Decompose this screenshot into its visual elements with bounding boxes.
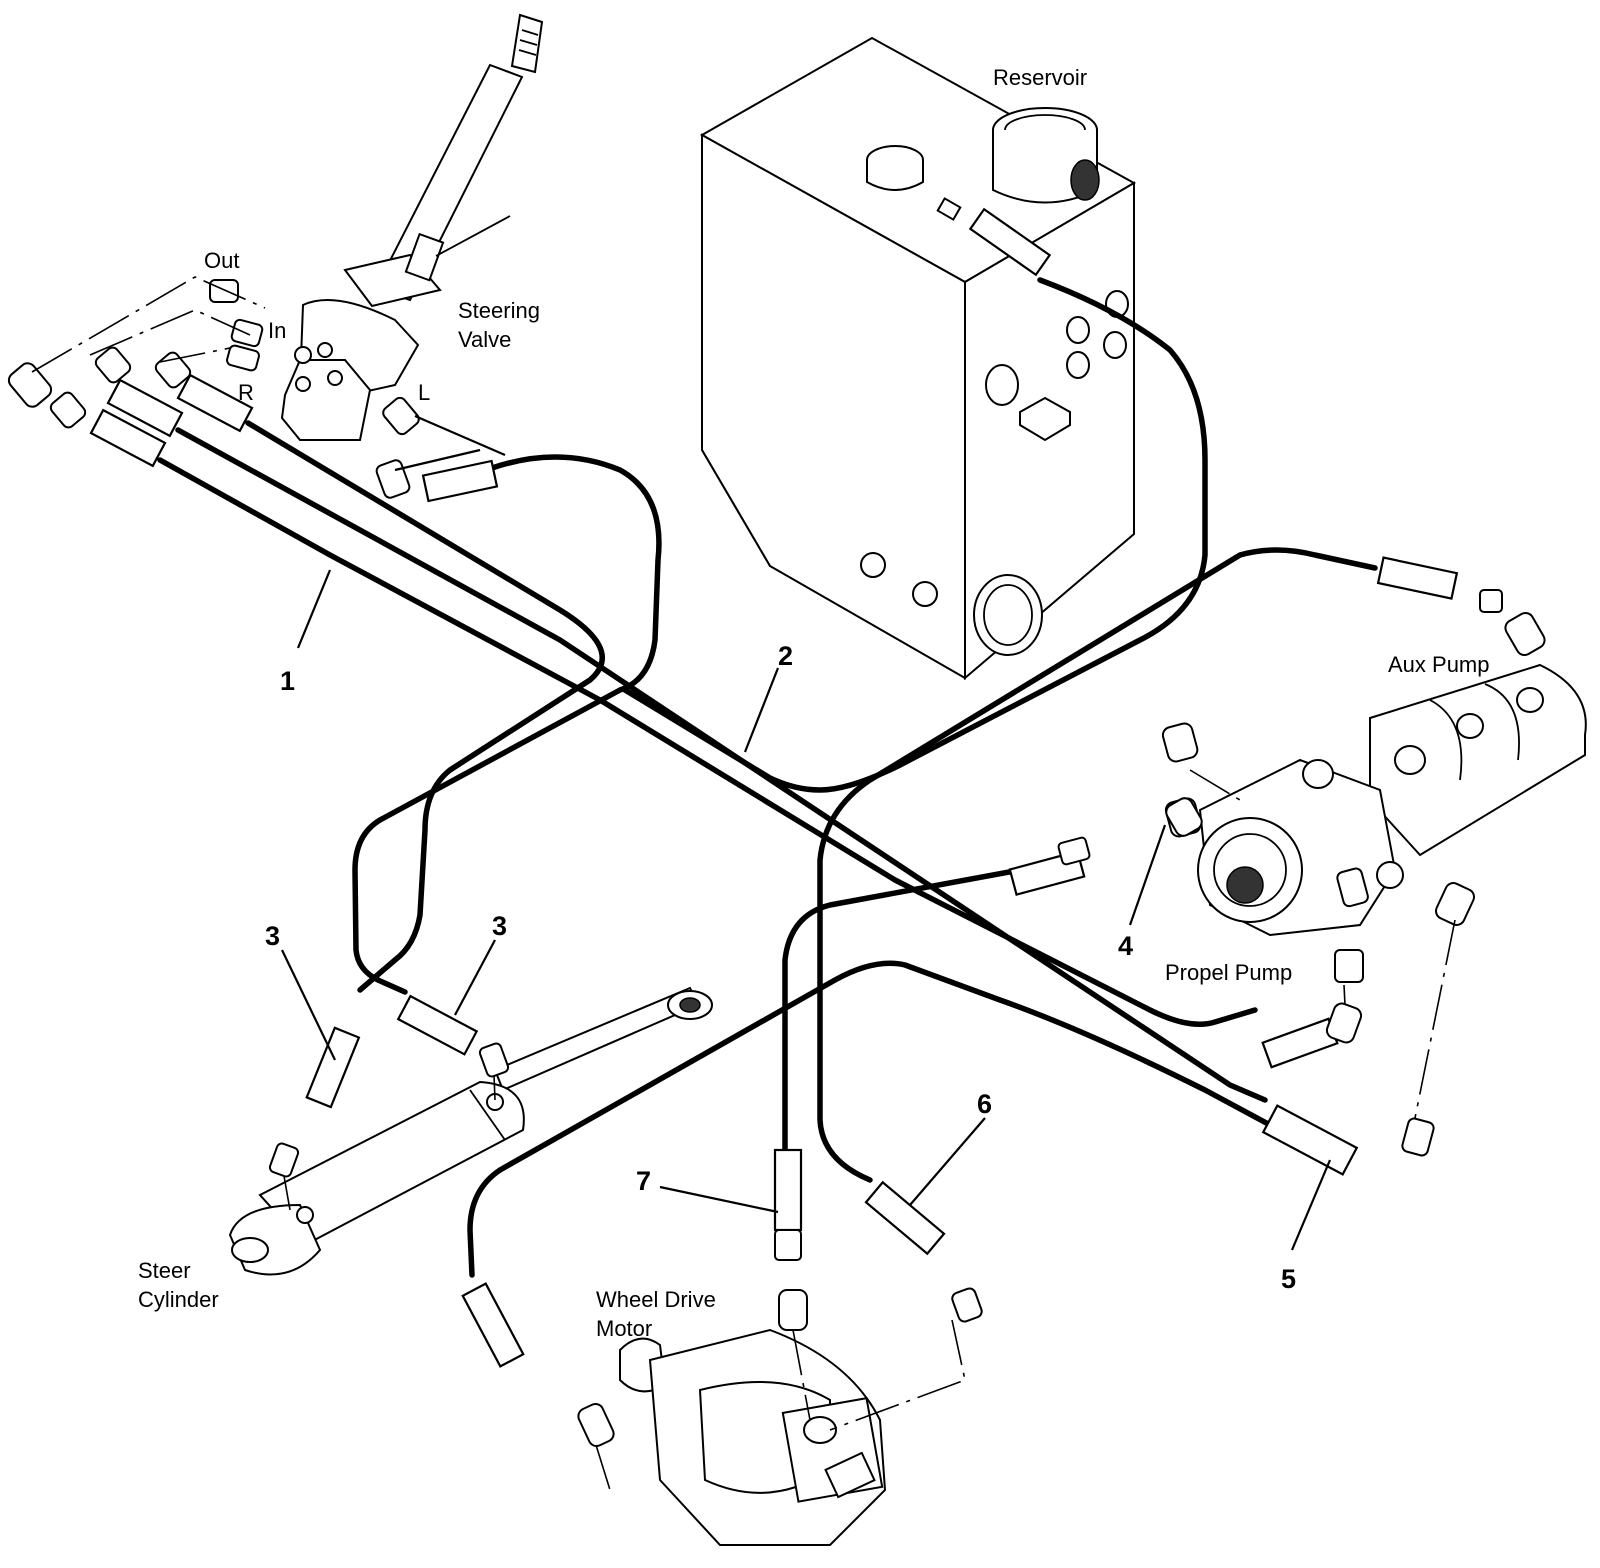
label-steering-valve-line1: Steering (458, 298, 540, 323)
aux-pump (1369, 663, 1587, 857)
callout-4: 4 (1118, 931, 1133, 961)
hose-l (352, 454, 662, 995)
label-steer-cylinder-line1: Steer (138, 1258, 191, 1283)
hose-in (175, 427, 1268, 1103)
label-steer-cylinder-line2: Cylinder (138, 1287, 219, 1312)
callout-5: 5 (1281, 1264, 1296, 1294)
hose-aux (817, 547, 1378, 1183)
callout-numbers: 1 2 3 3 4 5 6 7 (265, 641, 1296, 1294)
leader-3a (281, 949, 336, 1061)
label-propel-pump: Propel Pump (1165, 960, 1292, 985)
label-port-r: R (238, 380, 254, 405)
hose-fittings (7, 207, 1546, 1447)
leader-6 (909, 1117, 986, 1206)
steer-cylinder (228, 986, 713, 1276)
label-reservoir: Reservoir (993, 65, 1087, 90)
label-steering-valve-line2: Valve (458, 327, 511, 352)
leader-1 (296, 569, 332, 649)
label-wheel-drive-motor-line2: Motor (596, 1316, 652, 1341)
callout-3a: 3 (265, 921, 280, 951)
callout-1: 1 (280, 666, 295, 696)
label-port-l: L (418, 380, 430, 405)
leader-3b (454, 939, 496, 1016)
label-port-out: Out (204, 248, 239, 273)
hose-r (245, 420, 605, 993)
callout-leaders (281, 569, 1332, 1251)
leader-5 (1290, 1159, 1332, 1251)
callout-7: 7 (636, 1166, 651, 1196)
callout-3b: 3 (492, 911, 507, 941)
label-wheel-drive-motor-line1: Wheel Drive (596, 1287, 716, 1312)
propel-pump (1161, 722, 1404, 937)
hose-5 (467, 960, 1273, 1278)
connection-centerlines (31, 276, 1456, 1491)
leader-4 (1128, 824, 1167, 926)
callout-2: 2 (778, 641, 793, 671)
wheel-drive-motor (619, 1328, 887, 1546)
component-labels: Reservoir Steering Valve Out In R L Aux … (138, 65, 1490, 1341)
reservoir-tank (699, 36, 1137, 681)
label-port-in: In (268, 318, 286, 343)
hose-4 (782, 867, 1023, 1163)
leader-7 (659, 1185, 779, 1214)
leader-2 (743, 667, 780, 753)
hoses (157, 277, 1378, 1278)
callout-6: 6 (977, 1089, 992, 1119)
hose-1 (157, 457, 1258, 1027)
steering-valve (280, 13, 544, 441)
label-aux-pump: Aux Pump (1388, 652, 1490, 677)
